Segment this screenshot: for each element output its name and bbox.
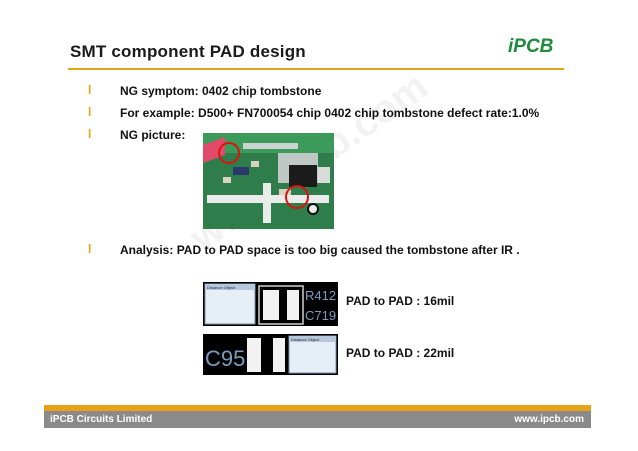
silkscreen-r412: R412 <box>305 288 336 303</box>
bullet-ng-symptom: NG symptom: 0402 chip tombstone <box>120 84 322 98</box>
title-rule <box>68 68 564 70</box>
silkscreen-c719: C719 <box>305 308 336 323</box>
footer-company: iPCB Circuits Limited <box>50 414 153 425</box>
bullet-example: For example: D500+ FN700054 chip 0402 ch… <box>120 106 540 120</box>
dialog-title: Distance Object <box>291 337 320 342</box>
footer-bar <box>44 411 591 428</box>
bullet-marker: l <box>88 83 92 97</box>
measurement-16mil: PAD to PAD : 16mil <box>346 294 455 308</box>
bullet-ng-picture: NG picture: <box>120 128 186 142</box>
ng-pcb-photo <box>203 133 334 229</box>
footer-website-link[interactable]: www.ipcb.com <box>514 414 584 425</box>
bullet-marker: l <box>88 105 92 119</box>
slide-title: SMT component PAD design <box>70 42 306 61</box>
bullet-marker: l <box>88 242 92 256</box>
dialog-title: Distance Object <box>207 285 236 290</box>
measurement-22mil: PAD to PAD : 22mil <box>346 346 455 360</box>
ipcb-logo: iPCB <box>508 36 554 57</box>
pad-layout-16mil: Distance Object R412 C719 <box>203 282 338 326</box>
bullet-marker: l <box>88 127 92 141</box>
pad-layout-22mil: C95 Distance Object <box>203 334 338 375</box>
bullet-analysis: Analysis: PAD to PAD space is too big ca… <box>120 243 520 257</box>
footer-accent-bar <box>44 405 591 411</box>
silkscreen-c95: C95 <box>205 346 245 371</box>
